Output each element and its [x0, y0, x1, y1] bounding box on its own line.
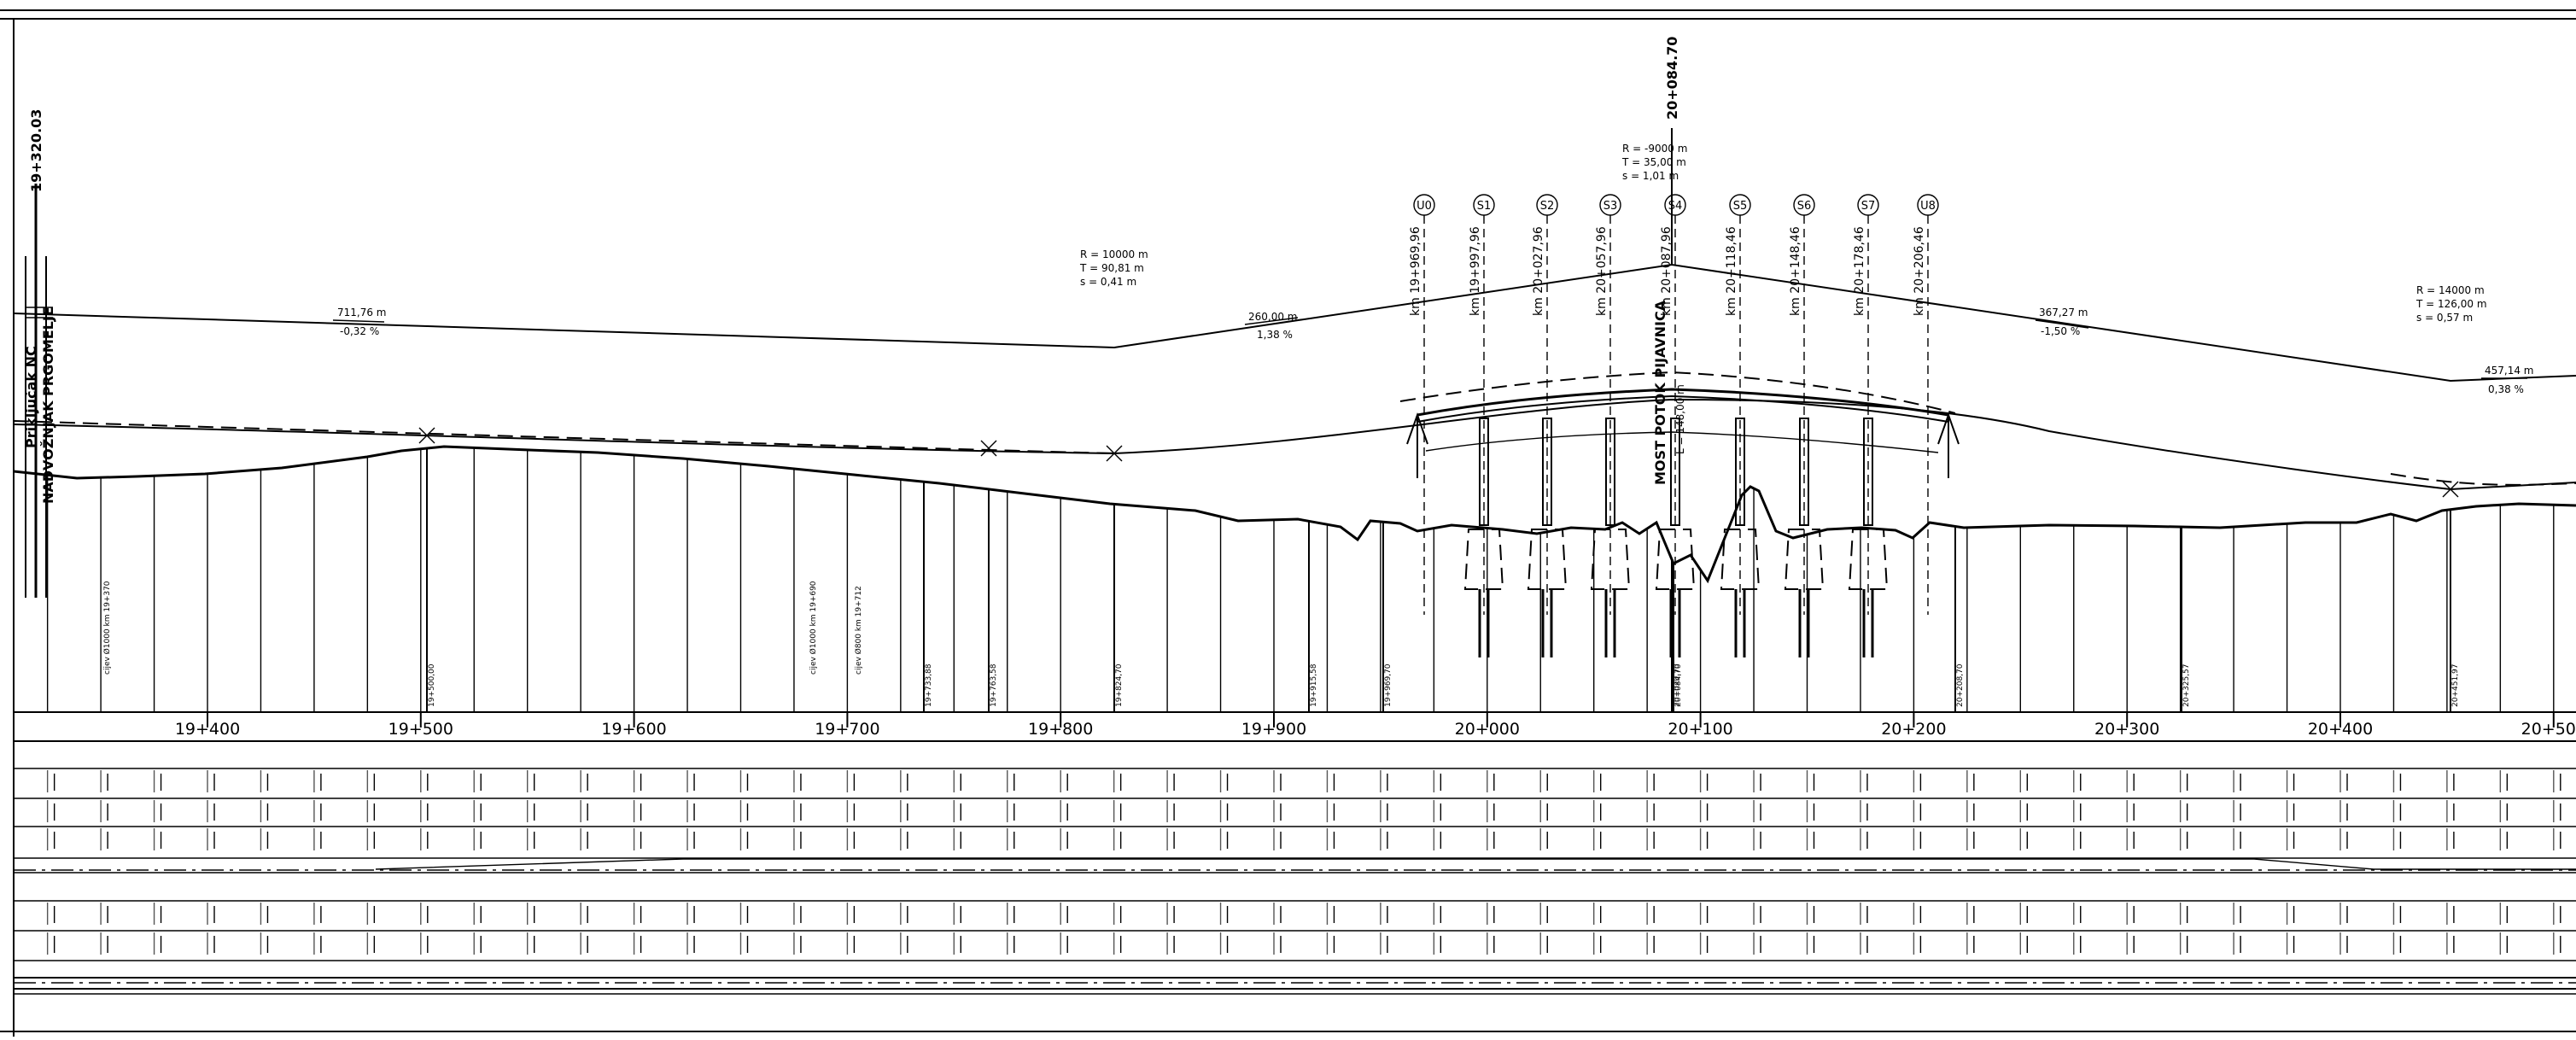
left-label-line2: NADVOŽNJAK PRGOMELJE [40, 307, 56, 504]
vertical-station-label: 20+208,70 [1956, 663, 1965, 707]
support-km: km 19+997,96 [1469, 226, 1482, 316]
vertical-station-label: 19+969,70 [1384, 663, 1393, 707]
vertical-station-label: 19+500,00 [428, 663, 436, 707]
support-km: km 20+118,46 [1725, 226, 1738, 316]
support-km: km 20+027,96 [1532, 226, 1545, 316]
curve-1-s: s = 0,41 m [1080, 276, 1136, 288]
axis-tick-label: 20+100 [1668, 720, 1732, 739]
culvert-notes: cijev Ø1000 km 19+370 cijev Ø1000 km 19+… [102, 581, 863, 675]
existing-road-dashed [13, 371, 2576, 486]
support-km: km 20+087,96 [1660, 226, 1674, 316]
start-station-label: 19+320.03 [28, 109, 44, 192]
terrain-line [13, 445, 2576, 584]
axis-tick-label: 20+400 [2308, 720, 2373, 739]
curve-2-T: T = 35,00 m [1621, 156, 1686, 168]
support-id: S1 [1477, 200, 1492, 213]
support-id: U8 [1920, 200, 1936, 213]
curve-1-R: R = 10000 m [1080, 248, 1148, 260]
curve-3-T: T = 126,00 m [2415, 298, 2487, 310]
curve-2-R: R = -9000 m [1622, 143, 1687, 155]
grade-4-length: 457,14 m [2485, 365, 2534, 377]
curve-2-s: s = 1,01 m [1622, 170, 1679, 182]
axis-tick-label: 19+400 [175, 720, 240, 739]
curve-1-data: R = 10000 m T = 90,81 m s = 0,41 m [1079, 248, 1148, 288]
support-id: S6 [1797, 200, 1812, 213]
vertical-station-label: 19+763,58 [990, 663, 998, 707]
culvert-note-2: cijev Ø1000 km 19+690 [809, 581, 818, 675]
grade-3-slope: -1,50 % [2041, 325, 2080, 337]
culvert-note-3: cijev Ø800 km 19+712 [854, 586, 863, 675]
axis-tick-label: 20+300 [2094, 720, 2159, 739]
axis-tick-label: 19+800 [1028, 720, 1093, 739]
grade-4-slope: 0,38 % [2488, 383, 2524, 395]
vertical-station-label: 20+451,97 [2451, 664, 2460, 707]
axis-tick-label: 20+000 [1455, 720, 1520, 739]
vertical-station-label: 19+824,70 [1115, 663, 1124, 707]
support-id: S5 [1733, 200, 1748, 213]
bridge-station-marker: 20+084.70 MOST POTOK PIJAVNICA L = 148,0… [1652, 37, 1686, 485]
support-markers: U0 km 19+969,96 S1 km 19+997,96 S2 km 20+027,… [1409, 194, 1939, 615]
curve-3-R: R = 14000 m [2416, 284, 2485, 296]
axis-tick-label: 20+200 [1881, 720, 1946, 739]
support-id: S2 [1540, 200, 1555, 213]
curve-3-data: R = 14000 m T = 126,00 m s = 0,57 m [2415, 284, 2487, 324]
start-station-marker: 19+320.03 Priključak NC NADVOŽNJAK PRGOM… [23, 109, 56, 598]
grade-2-slope: 1,38 % [1257, 329, 1293, 341]
data-band [14, 768, 2576, 995]
curve-3-s: s = 0,57 m [2416, 312, 2473, 324]
support-km: km 20+057,96 [1595, 226, 1609, 316]
station-ordinates [46, 447, 2555, 712]
vertical-station-labels: 19+500,00 19+733,88 19+763,58 19+824,70 19+9… [418, 427, 2460, 712]
road-surface-line [13, 398, 2576, 491]
bridge-station-label: 20+084.70 [1664, 37, 1680, 120]
axis-tick-label: 19+500 [388, 720, 453, 739]
grade-1-slope: -0,32 % [340, 325, 379, 337]
support-km: km 20+178,46 [1853, 226, 1866, 316]
support-id: S4 [1668, 200, 1683, 213]
culvert-note-1: cijev Ø1000 km 19+370 [102, 581, 112, 675]
support-id: U0 [1417, 200, 1432, 213]
grade-line [13, 263, 2576, 383]
axis-tick-label: 19+700 [815, 720, 879, 739]
axis-tick-label: 19+600 [601, 720, 666, 739]
grade-1-length: 711,76 m [337, 307, 387, 318]
support-km: km 19+969,96 [1409, 226, 1422, 316]
vertical-station-label: 20+325,57 [2182, 664, 2191, 707]
vertical-station-label: 19+733,88 [925, 663, 933, 707]
sheet-frame [0, 9, 2576, 1037]
vertical-station-label: 20+020,70 [1673, 663, 1681, 707]
curve-1-T: T = 90,81 m [1079, 262, 1144, 274]
axis-tick-label: 19+900 [1241, 720, 1306, 739]
curve-2-data: R = -9000 m T = 35,00 m s = 1,01 m [1621, 143, 1687, 182]
support-km: km 20+206,46 [1913, 226, 1926, 316]
bridge-piers [1463, 418, 1889, 657]
grade-labels: 711,76 m -0,32 % 260,00 m 1,38 % 367,27 … [332, 307, 2534, 395]
left-label-line1: Priključak NC [23, 346, 39, 448]
vertical-station-label: 19+915,58 [1310, 663, 1318, 707]
support-km: km 20+148,46 [1789, 226, 1802, 316]
bridge-subtitle: L = 148,00 m [1674, 384, 1686, 454]
grade-3-length: 367,27 m [2039, 307, 2088, 318]
chainage-axis: 19+400 19+500 19+600 19+700 19+800 19+900 20+0… [14, 711, 2576, 742]
support-id: S3 [1603, 200, 1618, 213]
axis-tick-label: 20+500 [2521, 720, 2576, 739]
bridge-name: MOST POTOK PIJAVNICA [1652, 300, 1668, 485]
support-id: S7 [1861, 200, 1876, 213]
vertical-station-label: 20+084,70 [1674, 663, 1683, 707]
